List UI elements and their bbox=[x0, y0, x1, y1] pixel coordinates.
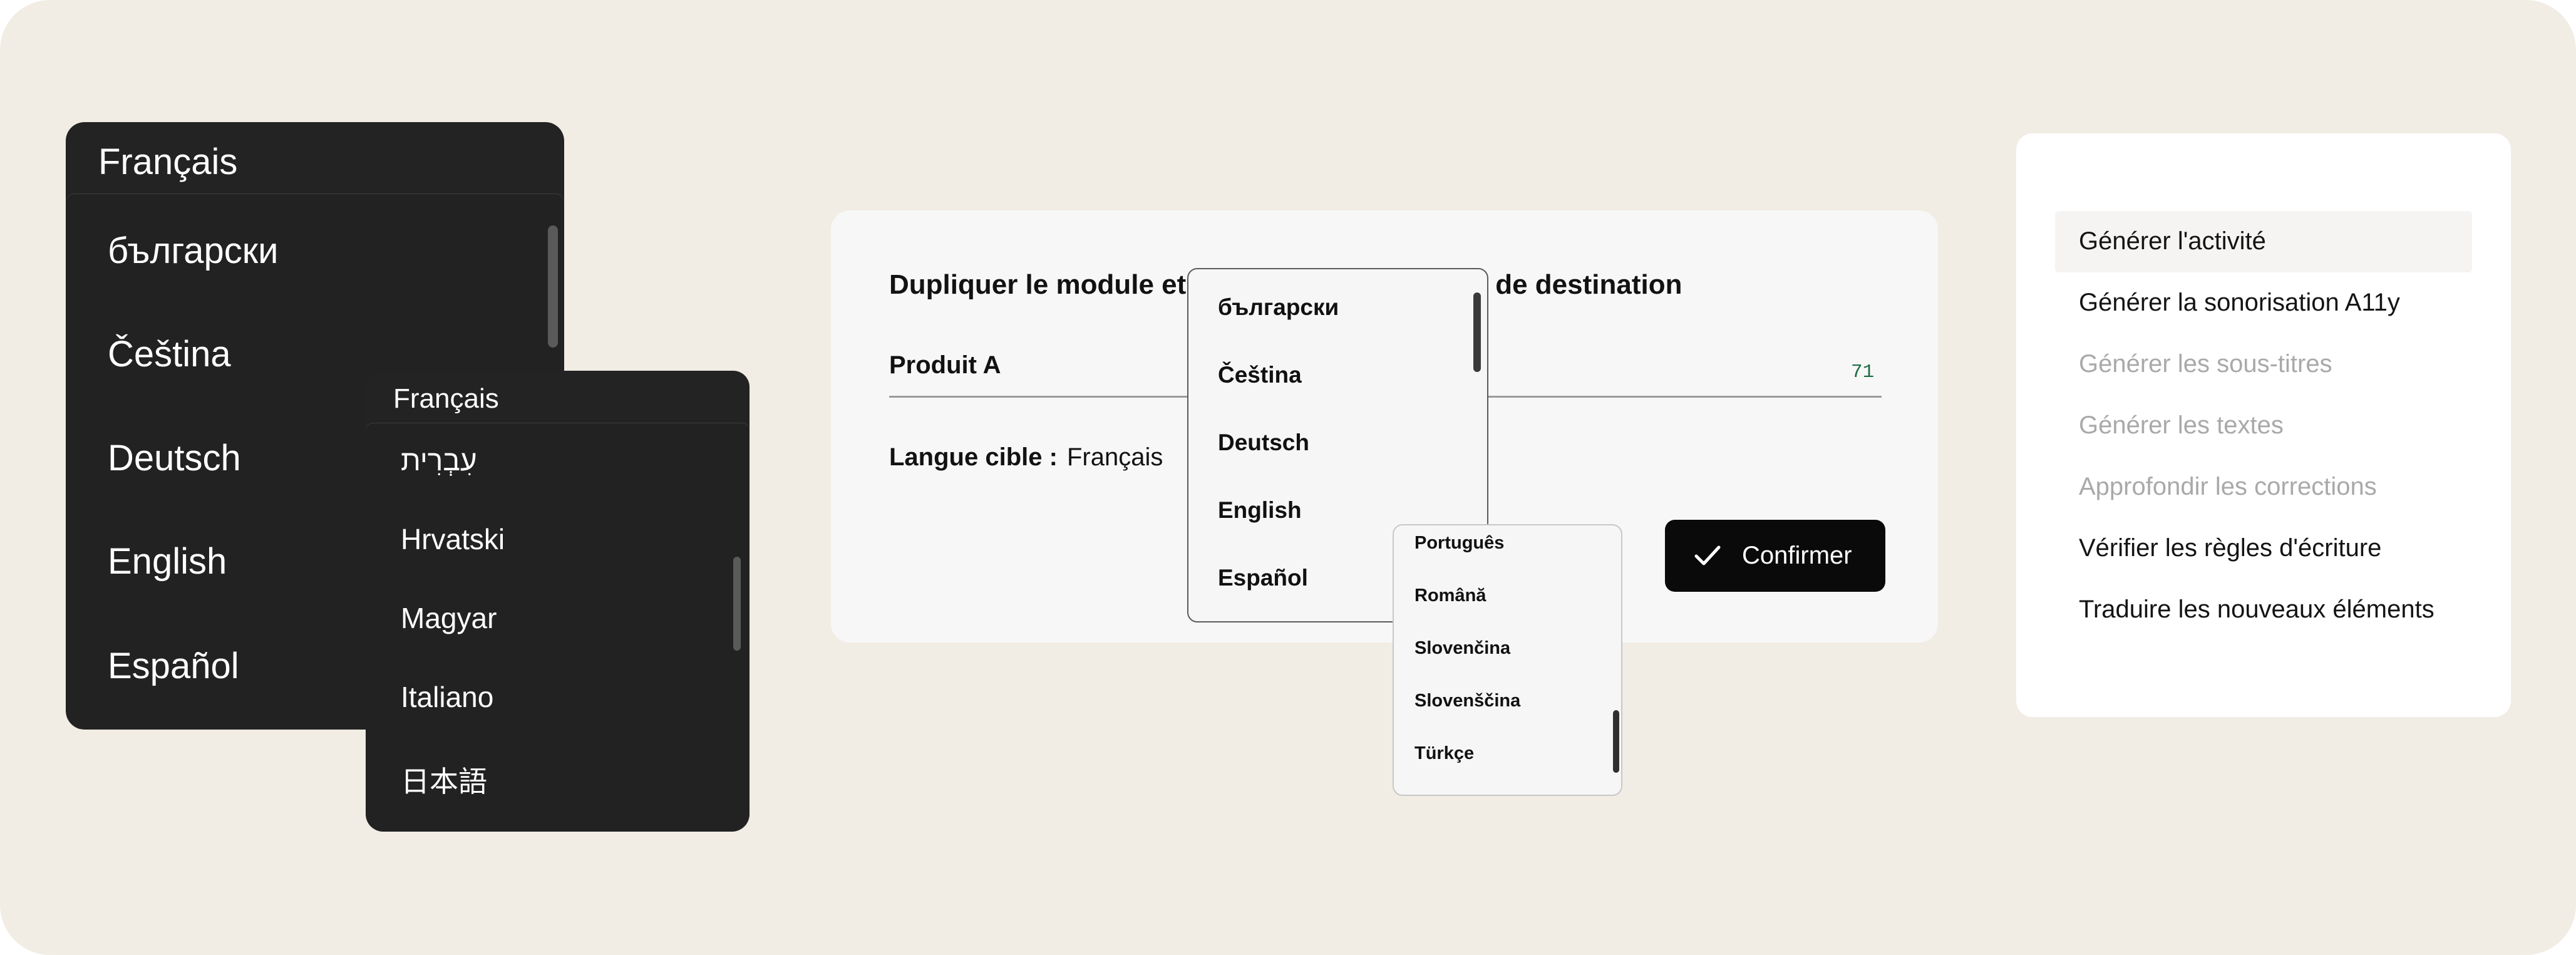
menu-item-label: Traduire les nouveaux éléments bbox=[2079, 596, 2434, 623]
language-dropdown-small[interactable]: Português Română Slovenčina Slovenščina … bbox=[1393, 524, 1622, 796]
scrollbar-thumb[interactable] bbox=[1613, 710, 1619, 773]
language-option[interactable]: Italiano bbox=[401, 681, 494, 713]
language-option[interactable]: Deutsch bbox=[1218, 430, 1309, 455]
target-language-select[interactable]: Français bbox=[1067, 443, 1163, 471]
character-counter: 71 bbox=[1851, 361, 1875, 383]
menu-item-translate-new-elements[interactable]: Traduire les nouveaux éléments bbox=[2055, 579, 2472, 641]
confirm-label: Confirmer bbox=[1742, 542, 1852, 569]
scrollbar-thumb[interactable] bbox=[1473, 292, 1481, 372]
scrollbar-thumb[interactable] bbox=[548, 225, 558, 348]
language-option[interactable]: English bbox=[108, 541, 227, 582]
module-name-field[interactable]: Produit A bbox=[889, 351, 1001, 379]
menu-item-deepen-corrections: Approfondir les corrections bbox=[2055, 457, 2472, 518]
menu-item-generate-texts: Générer les textes bbox=[2055, 395, 2472, 457]
language-option[interactable]: Slovenčina bbox=[1414, 638, 1511, 658]
menu-item-generate-audio[interactable]: Générer la sonorisation A11y bbox=[2055, 272, 2472, 334]
language-option[interactable]: Slovenščina bbox=[1414, 691, 1521, 711]
menu-item-generate-subtitles: Générer les sous-titres bbox=[2055, 334, 2472, 395]
language-option[interactable]: Türkçe bbox=[1414, 743, 1475, 763]
target-language-label: Langue cible : bbox=[889, 443, 1058, 471]
menu-item-generate-activity[interactable]: Générer l'activité bbox=[2055, 211, 2472, 272]
scrollbar-thumb[interactable] bbox=[733, 557, 741, 651]
language-option[interactable]: Español bbox=[1218, 565, 1308, 591]
confirm-button[interactable]: Confirmer bbox=[1665, 520, 1885, 592]
selected-language: Français bbox=[98, 142, 238, 182]
language-option[interactable]: Čeština bbox=[1218, 362, 1302, 388]
selected-language: Français bbox=[393, 383, 499, 414]
menu-item-label: Générer la sonorisation A11y bbox=[2079, 289, 2400, 316]
language-option[interactable]: 日本語 bbox=[401, 765, 487, 798]
menu-item-label: Approfondir les corrections bbox=[2079, 473, 2377, 500]
menu-item-check-writing-rules[interactable]: Vérifier les règles d'écriture bbox=[2055, 518, 2472, 579]
language-option[interactable]: Deutsch bbox=[108, 438, 241, 478]
language-option[interactable]: Hrvatski bbox=[401, 523, 505, 555]
menu-item-label: Générer les sous-titres bbox=[2079, 350, 2332, 378]
language-list-medium[interactable]: עִבְרִית Hrvatski Magyar Italiano 日本語 bbox=[366, 423, 750, 832]
language-option[interactable]: Magyar bbox=[401, 602, 497, 634]
language-option[interactable]: English bbox=[1218, 497, 1302, 523]
check-icon bbox=[1694, 545, 1721, 565]
language-option[interactable]: Português bbox=[1414, 533, 1505, 553]
language-option[interactable]: Čeština bbox=[108, 334, 231, 374]
menu-item-label: Générer l'activité bbox=[2079, 227, 2266, 255]
language-option[interactable]: български bbox=[108, 230, 279, 271]
language-option[interactable]: עִבְרִית bbox=[401, 444, 477, 477]
actions-menu: Générer l'activité Générer la sonorisati… bbox=[2016, 133, 2511, 717]
language-option[interactable]: Español bbox=[108, 646, 239, 686]
menu-item-label: Vérifier les règles d'écriture bbox=[2079, 534, 2382, 562]
language-option[interactable]: български bbox=[1218, 294, 1339, 320]
menu-item-label: Générer les textes bbox=[2079, 411, 2284, 439]
language-option[interactable]: Română bbox=[1414, 586, 1486, 606]
